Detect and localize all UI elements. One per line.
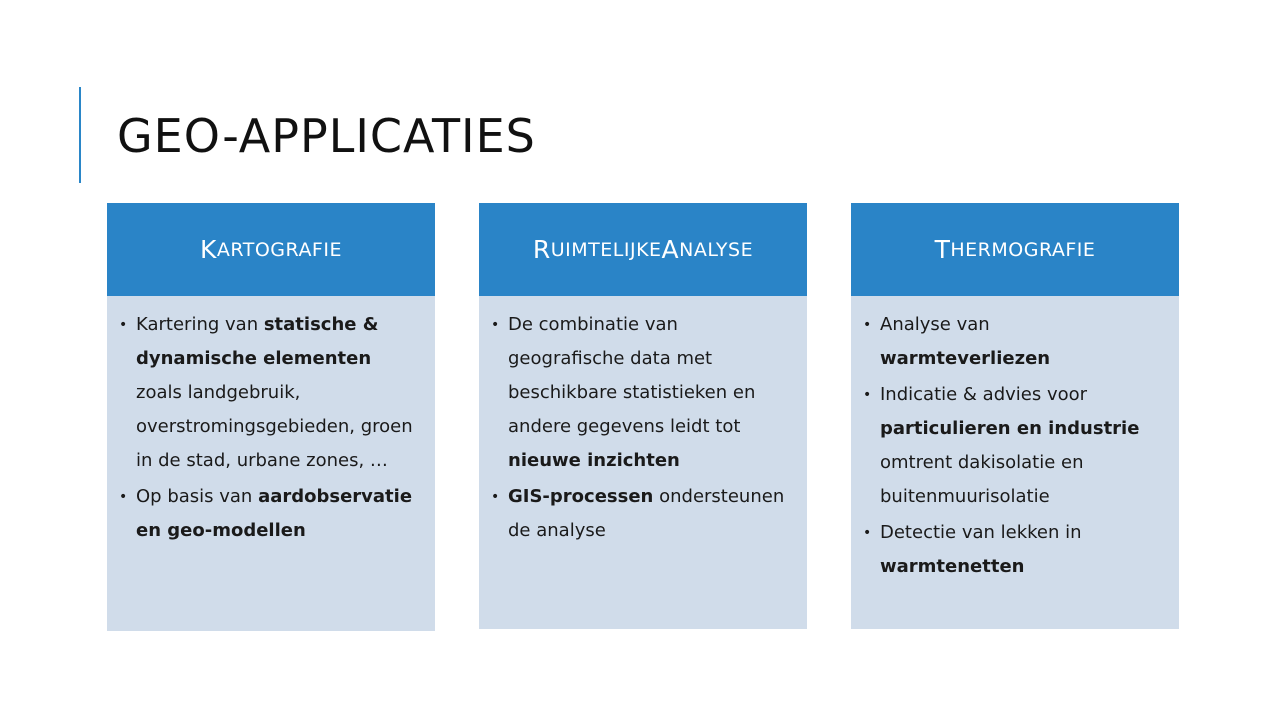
bullet-bold-text: statische & dynamische elementen [136,314,379,369]
bullet-text: ondersteunen de analyse [508,486,785,541]
bullet-dot-icon: • [119,489,128,505]
bullet-text: Kartering van [136,314,264,335]
bullet-item: • Analyse van warmteverliezen [863,308,1163,376]
bullet-item: • De combinatie van geografische data me… [491,308,791,478]
bullet-bold-text: warmteverliezen [880,348,1051,369]
bullet-bold-text: nieuwe inzichten [508,450,680,471]
bullet-dot-icon: • [863,525,872,541]
bullet-text: omtrent dakisolatie en buitenmuurisolati… [880,452,1084,507]
bullet-text: Detectie van lekken in [880,522,1082,543]
card-header-text: HERMOGRAFIE [950,238,1096,261]
bullet-dot-icon: • [863,387,872,403]
bullet-item: • Kartering van statische & dynamische e… [119,308,419,478]
card-header-text: ARTOGRAFIE [216,238,342,261]
bullet-item: • Op basis van aardobservatie en geo-mod… [119,480,419,548]
card-header-text: NALYSE [679,238,754,261]
card-header-initial: R [532,235,551,264]
bullet-bold-text: warmtenetten [880,556,1025,577]
card-header-initial: A [661,235,680,264]
bullet-text: Analyse van [880,314,990,335]
bullet-dot-icon: • [863,317,872,333]
title-accent-bar [79,87,81,183]
bullet-item: • Indicatie & advies voor particulieren … [863,378,1163,514]
bullet-bold-text: particulieren en industrie [880,418,1140,439]
card-header-initial: K [200,235,217,264]
bullet-dot-icon: • [119,317,128,333]
bullet-dot-icon: • [491,489,500,505]
bullet-text: Indicatie & advies voor [880,384,1088,405]
card-body-kartografie: • Kartering van statische & dynamische e… [107,296,435,548]
card-body-ruimtelijke-analyse: • De combinatie van geografische data me… [479,296,807,548]
card-header-text: UIMTELIJKE [550,238,662,261]
slide-title: GEO-APPLICATIES [117,109,536,163]
bullet-bold-text: GIS-processen [508,486,654,507]
bullet-text: zoals landgebruik, overstromingsgebieden… [136,382,413,471]
card-header-initial: T [934,235,951,264]
bullet-bold-text: aardobservatie en geo-modellen [136,486,413,541]
bullet-text: De combinatie van geografische data met … [508,314,756,437]
bullet-item: • GIS-processen ondersteunen de analyse [491,480,791,548]
bullet-item: • Detectie van lekken in warmtenetten [863,516,1163,584]
bullet-dot-icon: • [491,317,500,333]
bullet-text: Op basis van [136,486,259,507]
card-body-thermografie: • Analyse van warmteverliezen • Indicati… [851,296,1179,584]
